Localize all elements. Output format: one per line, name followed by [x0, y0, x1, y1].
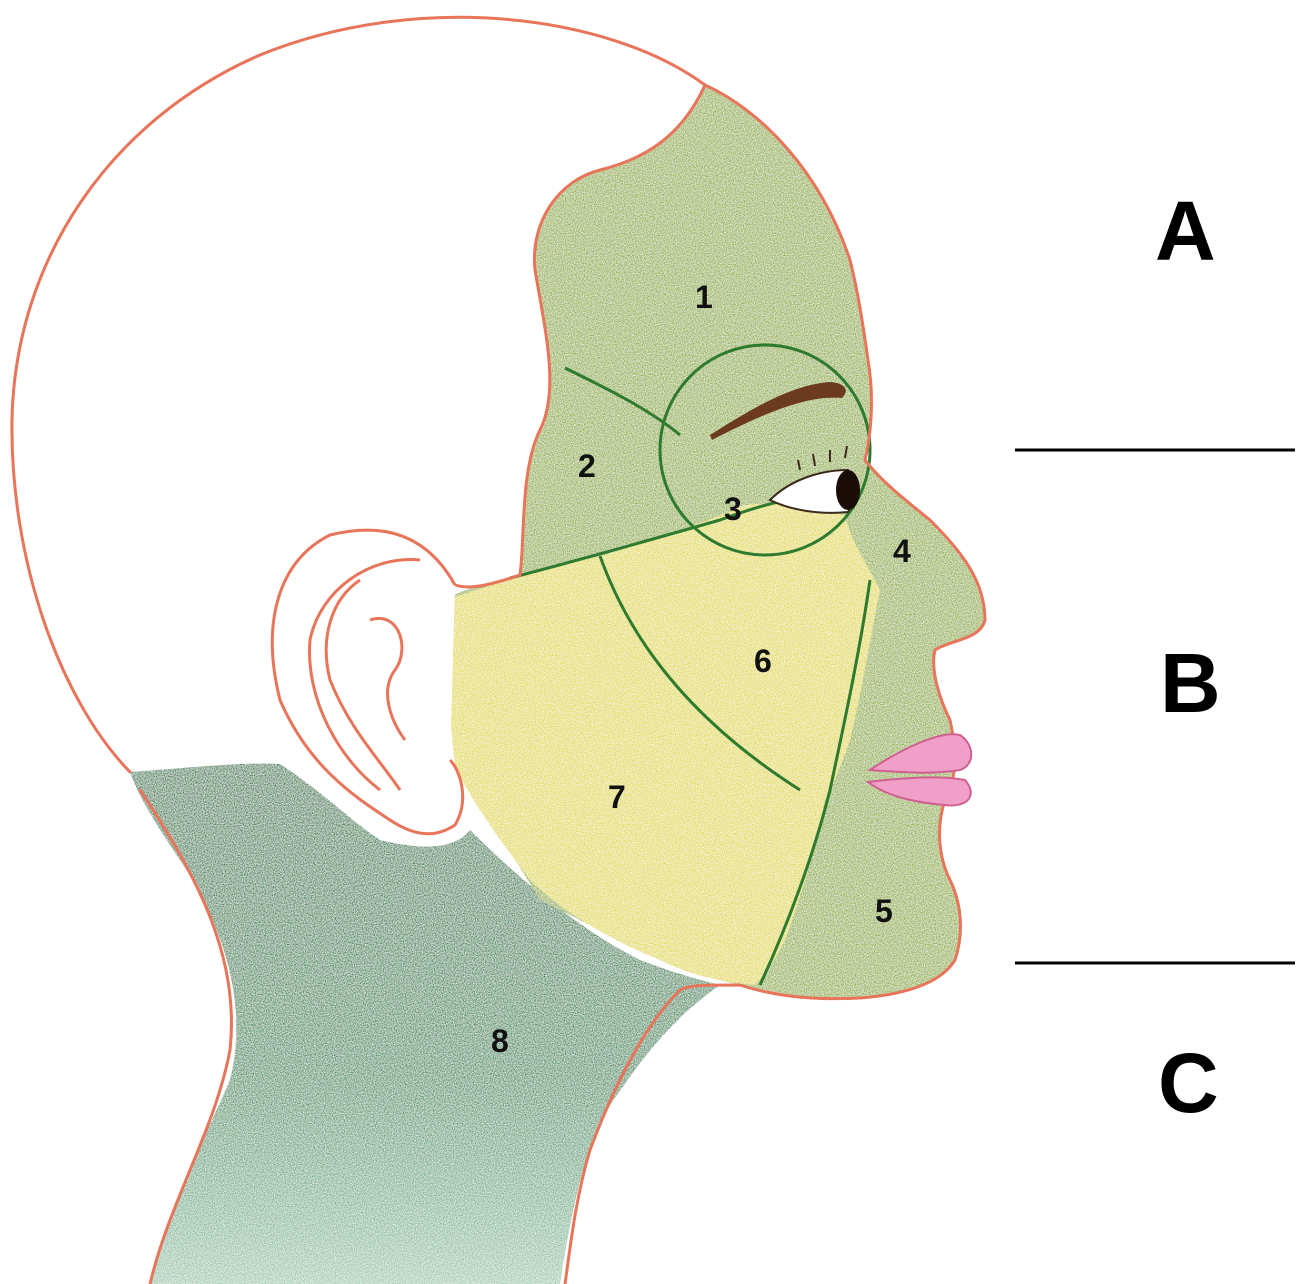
region-label-1: 1: [695, 279, 713, 315]
region-label-6: 6: [754, 643, 772, 679]
region-label-5: 5: [875, 893, 893, 929]
zone-label-b: B: [1160, 636, 1221, 730]
eye-pupil: [836, 470, 860, 510]
region-label-8: 8: [491, 1023, 509, 1059]
region-label-7: 7: [608, 779, 626, 815]
region-label-3: 3: [724, 491, 742, 527]
zone-label-a: A: [1155, 184, 1216, 278]
zone-label-c: C: [1158, 1036, 1219, 1130]
region-label-4: 4: [893, 533, 911, 569]
region-label-2: 2: [578, 448, 596, 484]
